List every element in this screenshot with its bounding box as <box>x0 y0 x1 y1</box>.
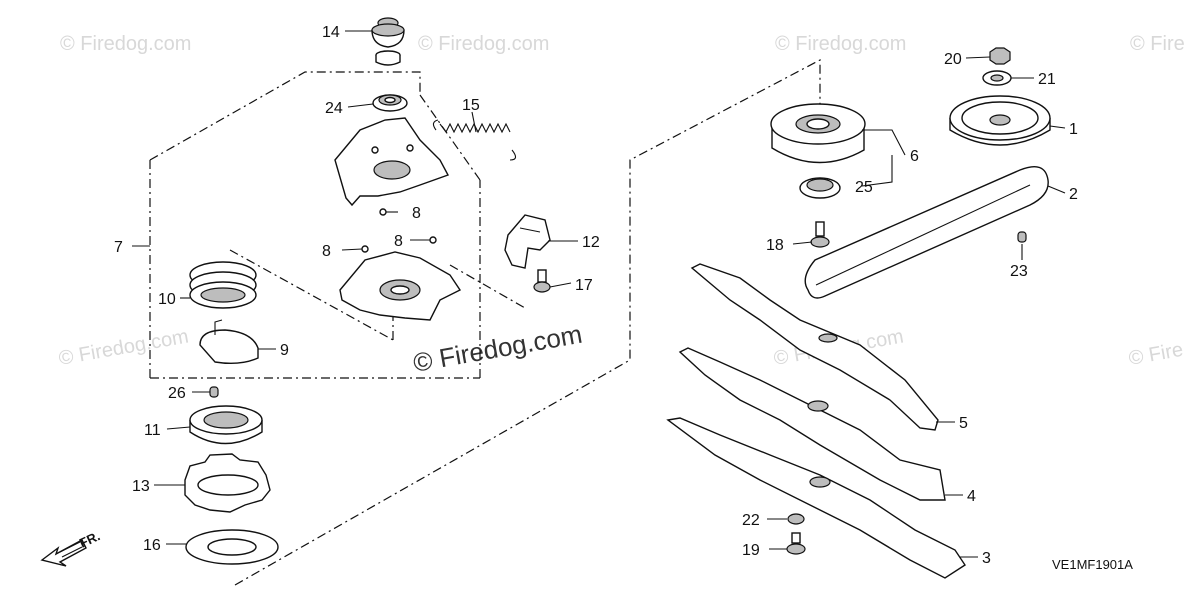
callout-10: 10 <box>158 291 176 308</box>
callout-6: 6 <box>910 148 919 165</box>
part-10-coil-spring <box>189 261 257 309</box>
callout-14: 14 <box>322 24 340 41</box>
part-24-bearing <box>372 94 408 112</box>
callout-3: 3 <box>982 550 991 567</box>
callout-4: 4 <box>967 488 976 505</box>
part-9-clip <box>199 319 259 365</box>
diagram-code: VE1MF1901A <box>1052 557 1133 572</box>
watermark-center-text: © Firedog.com <box>411 319 585 378</box>
part-13-gear-ring <box>184 453 271 513</box>
upper-brake-plate <box>334 117 449 207</box>
callout-16: 16 <box>143 537 161 554</box>
front-direction-arrow: FR. <box>40 528 102 567</box>
part-16-lock-washer <box>185 529 279 565</box>
part-17-bolt <box>533 269 551 293</box>
callout-8: 8 <box>412 205 421 222</box>
callout-12: 12 <box>582 234 600 251</box>
callout-20: 20 <box>944 51 962 68</box>
callout-17: 17 <box>575 277 593 294</box>
part-20-nut <box>989 47 1011 65</box>
callout-11: 11 <box>144 422 161 439</box>
assembly-boundaries <box>149 59 821 586</box>
watermark-text: © Fire <box>1130 33 1185 55</box>
callout-21: 21 <box>1038 71 1056 88</box>
part-22-nut <box>787 513 805 525</box>
lower-brake-plate <box>339 251 462 321</box>
part-4-blade <box>678 347 946 501</box>
callout-9: 9 <box>280 342 289 359</box>
callout-2: 2 <box>1069 186 1078 203</box>
callout-25: 25 <box>855 179 873 196</box>
watermark-text: © Firedog.com <box>775 33 906 55</box>
part-15-spring <box>432 119 517 161</box>
callout-1: 1 <box>1069 121 1078 138</box>
watermark-text: © Firedog.com <box>418 33 549 55</box>
part-14-bushing <box>371 17 405 66</box>
part-19-bolt <box>786 532 806 555</box>
watermark-text: © Fire <box>1127 339 1185 370</box>
callout-13: 13 <box>132 478 150 495</box>
part-11-cup <box>189 405 263 445</box>
callout-18: 18 <box>766 237 784 254</box>
part-2-belt <box>804 166 1049 299</box>
part-26-pin <box>209 386 219 398</box>
part-1-pulley <box>949 95 1051 146</box>
part-25-bearing <box>799 177 841 199</box>
front-label: FR. <box>77 528 102 550</box>
callout-24: 24 <box>325 100 343 117</box>
watermark-text: © Firedog.com <box>57 325 190 369</box>
callout-labels: 14 24 15 8 8 8 12 17 7 10 9 26 11 13 16 … <box>114 24 1078 567</box>
part-23-key <box>1017 231 1027 243</box>
callout-26: 26 <box>168 385 186 402</box>
callout-22: 22 <box>742 512 760 529</box>
part-5-blade <box>690 263 939 431</box>
part-21-washer <box>982 70 1012 86</box>
callout-7: 7 <box>114 239 123 256</box>
part-18-bolt <box>810 221 830 248</box>
callout-8: 8 <box>394 233 403 250</box>
watermark-text: © Firedog.com <box>60 33 191 55</box>
part-6-blade-hub <box>770 103 866 164</box>
callout-23: 23 <box>1010 263 1028 280</box>
leader-lines <box>132 30 1066 558</box>
callout-19: 19 <box>742 542 760 559</box>
part-12-bracket <box>504 214 551 269</box>
callout-15: 15 <box>462 97 480 114</box>
callout-5: 5 <box>959 415 968 432</box>
callout-8: 8 <box>322 243 331 260</box>
